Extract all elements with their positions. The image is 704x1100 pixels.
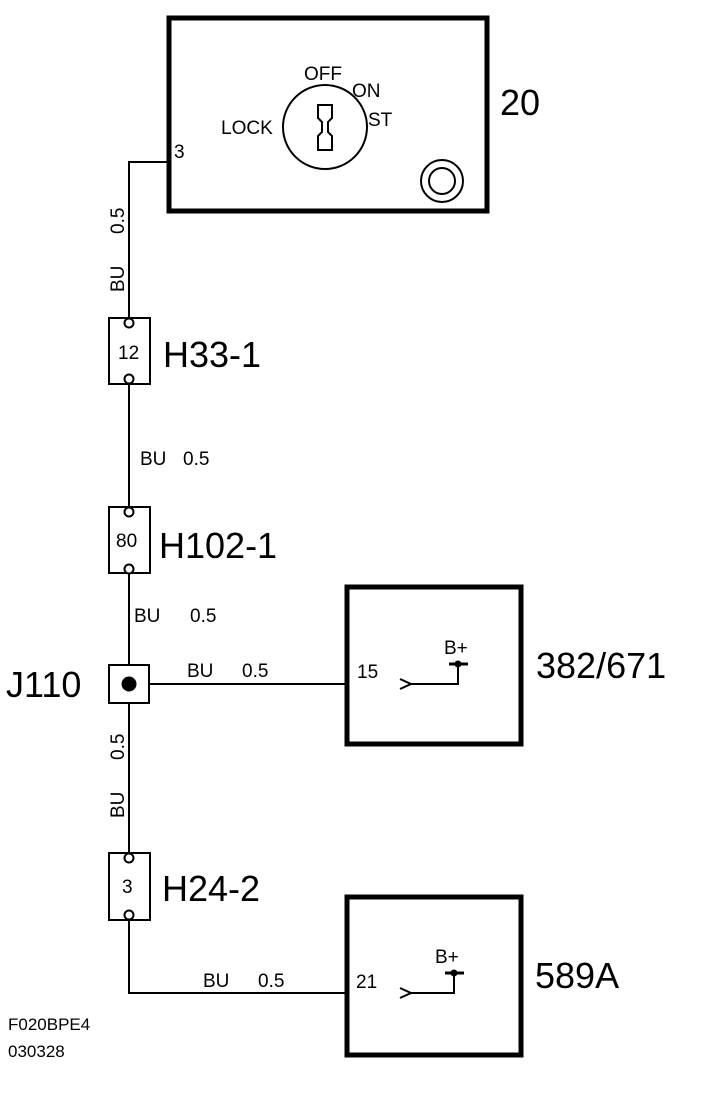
svg-text:BU: BU [108, 792, 129, 818]
connector-h33-1-terminal-top [123, 317, 135, 329]
component-382-671-pin: 15 [357, 662, 378, 683]
connector-h102-1-terminal-bottom [123, 563, 135, 575]
connector-h24-2-id: H24-2 [162, 868, 260, 909]
b-plus-node-icon [450, 969, 458, 977]
illumination-ring-inner [428, 167, 456, 195]
svg-text:0.5: 0.5 [108, 734, 129, 760]
svg-text:0.5: 0.5 [108, 208, 129, 234]
wire-label-6-color: BU [203, 971, 229, 992]
connector-h33-1-id: H33-1 [163, 334, 261, 375]
connector-h24-2-pin: 3 [122, 877, 133, 898]
component-382-671-box [344, 584, 524, 747]
component-382-671-supply: B+ [444, 638, 468, 659]
splice-j110-node [121, 676, 137, 692]
switch-position-lock: LOCK [221, 118, 273, 139]
splice-j110-id: J110 [6, 664, 81, 705]
connector-h24-2-terminal-bottom [123, 909, 135, 921]
wire-h24-to-589a [128, 919, 410, 994]
component-382-671-id: 382/671 [536, 645, 666, 686]
wire-label-6-size: 0.5 [258, 971, 284, 992]
connector-h102-1-terminal-top [123, 506, 135, 518]
component-589a-id: 589A [535, 955, 619, 996]
key-slot-icon [317, 104, 333, 151]
component-589a-supply: B+ [435, 947, 459, 968]
wire-label-5-size: 0.5 [242, 661, 268, 682]
component-589a-internal-wire [411, 973, 455, 994]
component-382-671-internal-wire [411, 664, 459, 685]
wire-label-1: BU 0.5 [108, 208, 129, 292]
wire-label-3-size: 0.5 [190, 606, 216, 627]
footer-code: F020BPE4 [8, 1015, 90, 1034]
switch-pin-number: 3 [174, 142, 185, 163]
wire-label-2-color: BU [140, 449, 166, 470]
connector-h102-1-pin: 80 [116, 531, 137, 552]
footer-date: 030328 [8, 1042, 65, 1061]
component-589a-box [344, 894, 524, 1058]
wire-label-4: BU 0.5 [108, 734, 129, 818]
b-plus-node-icon [454, 660, 462, 668]
wire-label-3-color: BU [134, 606, 160, 627]
component-589a-pin: 21 [356, 972, 377, 993]
connector-h24-2-terminal-top [123, 852, 135, 864]
switch-position-off: OFF [304, 64, 342, 85]
wire-label-5-color: BU [187, 661, 213, 682]
wire-switch-to-h33 [128, 161, 169, 318]
connector-h33-1-terminal-bottom [123, 373, 135, 385]
svg-text:BU: BU [108, 266, 129, 292]
wire-label-2-size: 0.5 [183, 449, 209, 470]
switch-position-st: ST [368, 110, 393, 131]
switch-position-on: ON [352, 81, 381, 102]
connector-h33-1-pin: 12 [118, 343, 139, 364]
ignition-switch-id: 20 [500, 82, 540, 123]
connector-h102-1-id: H102-1 [159, 525, 277, 566]
